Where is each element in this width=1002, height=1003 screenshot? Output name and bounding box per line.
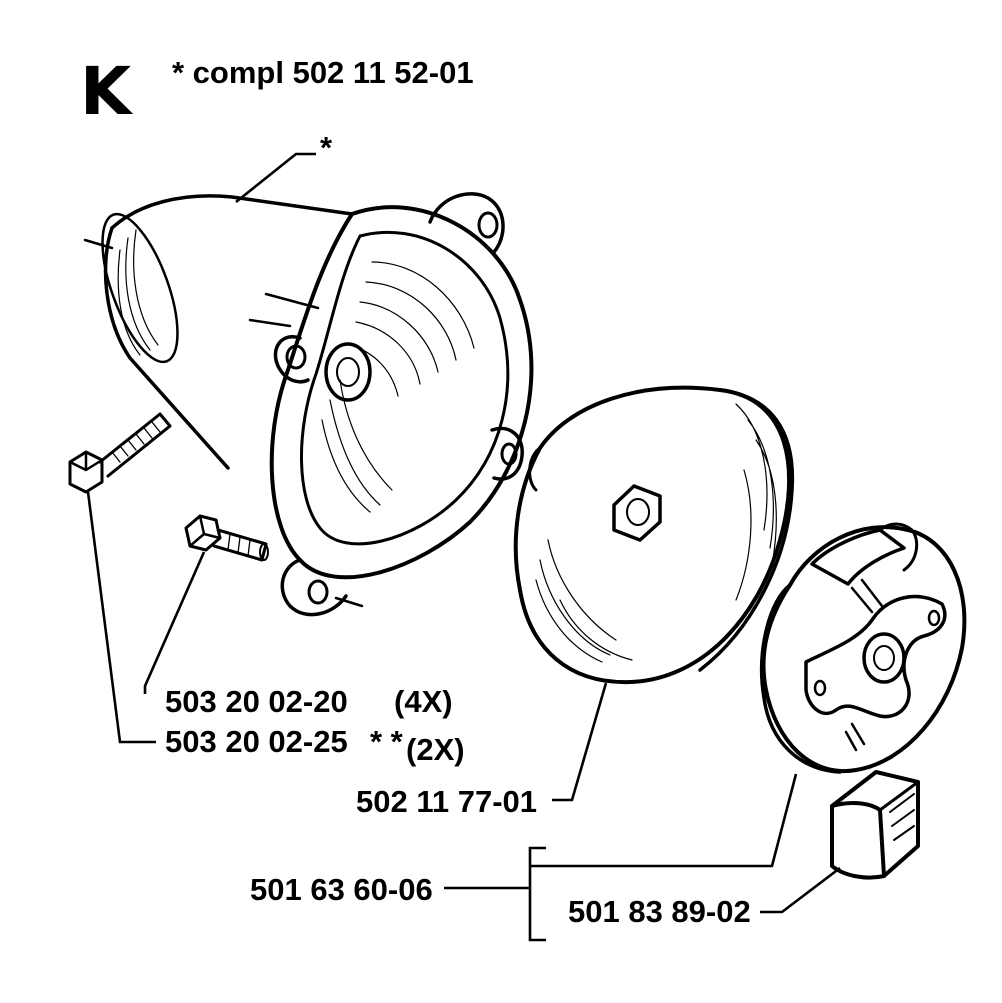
long-bolt-illustration: [68, 412, 172, 494]
label-503-20-02-25: 503 20 02-25: [165, 724, 348, 759]
clutch-assembly-illustration: [760, 522, 967, 774]
leader-lines: [86, 152, 841, 942]
label-503-20-02-25-qty: (2X): [406, 732, 465, 767]
clutch-drum-illustration: [513, 385, 795, 685]
compl-note: * compl 502 11 52-01: [172, 55, 474, 90]
label-501-63-60-06: 501 63 60-06: [250, 872, 433, 907]
label-503-20-02-20-qty: (4X): [394, 684, 453, 719]
short-bolt-illustration: [184, 514, 269, 562]
section-letter: K: [80, 53, 134, 130]
label-502-11-77-01: 502 11 77-01: [356, 784, 537, 819]
label-housing-star: *: [320, 130, 333, 165]
gear-housing-illustration: [83, 192, 534, 617]
label-503-20-02-20: 503 20 02-20: [165, 684, 348, 719]
clutch-shoe-illustration: [830, 770, 920, 880]
label-501-83-89-02: 501 83 89-02: [568, 894, 751, 929]
label-503-20-02-25-marks: * *: [370, 724, 404, 759]
